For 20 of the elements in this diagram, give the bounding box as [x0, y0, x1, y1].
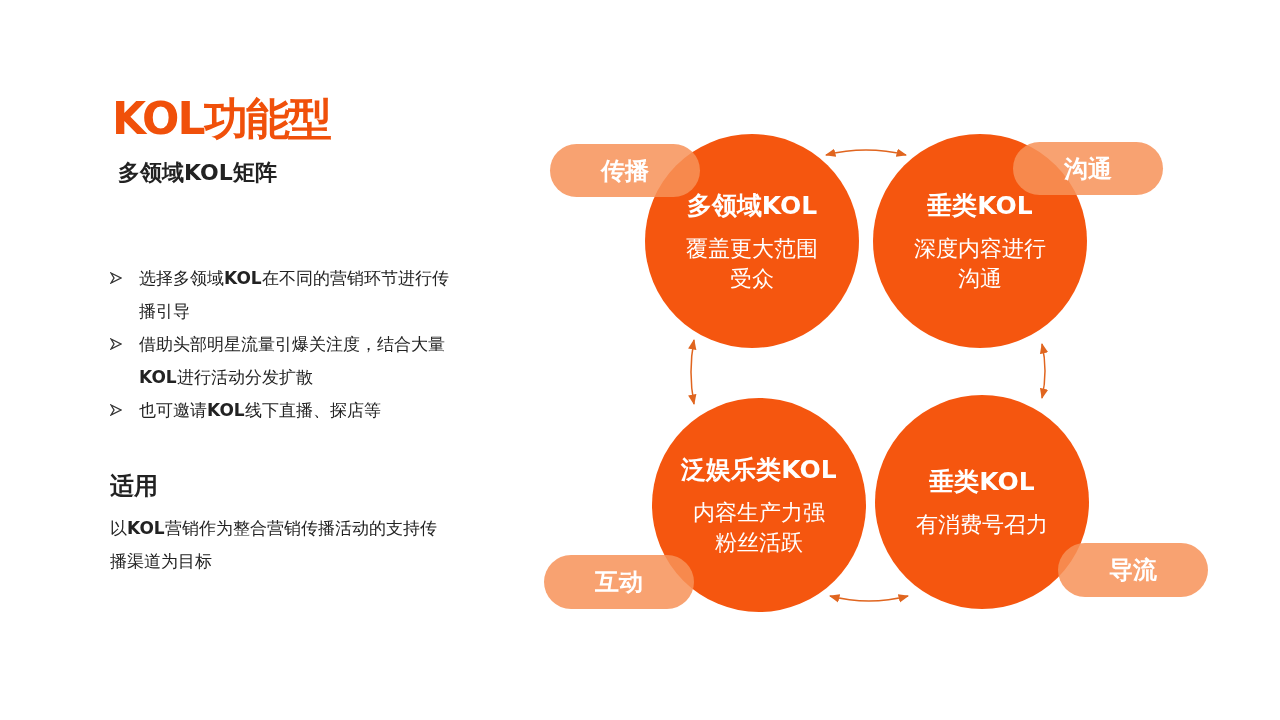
bullet-text: 选择多领域KOL在不同的营销环节进行传播引导: [139, 267, 449, 323]
bullet-text: 借助头部明星流量引爆关注度，结合大量KOL进行活动分发扩散: [139, 333, 446, 389]
section-heading: 适用: [110, 471, 158, 502]
double-arrow: [825, 148, 907, 157]
double-arrow: [1039, 342, 1048, 400]
double-arrow: [829, 594, 909, 603]
circle-text: 有消费号召力: [915, 510, 1049, 539]
circle-heading: 泛娱乐类KOL: [681, 453, 837, 486]
slide-title: KOL功能型: [112, 92, 330, 146]
paragraph: 以KOL营销作为整合营销传播活动的支持传播渠道为目标: [110, 517, 438, 573]
pill-label: 互动: [544, 555, 694, 609]
double-arrow: [688, 338, 697, 406]
circle-text: 深度内容进行沟通: [913, 234, 1047, 293]
circle-heading: 垂类KOL: [929, 465, 1035, 498]
circle-text: 覆盖更大范围受众: [685, 234, 819, 293]
bullet-text: 也可邀请KOL线下直播、探店等: [139, 399, 382, 422]
circle-text: 内容生产力强粉丝活跃: [692, 498, 826, 557]
subtitle: 多领域KOL矩阵: [118, 159, 277, 187]
pill-label: 导流: [1058, 543, 1208, 597]
pill-label: 沟通: [1013, 142, 1163, 195]
